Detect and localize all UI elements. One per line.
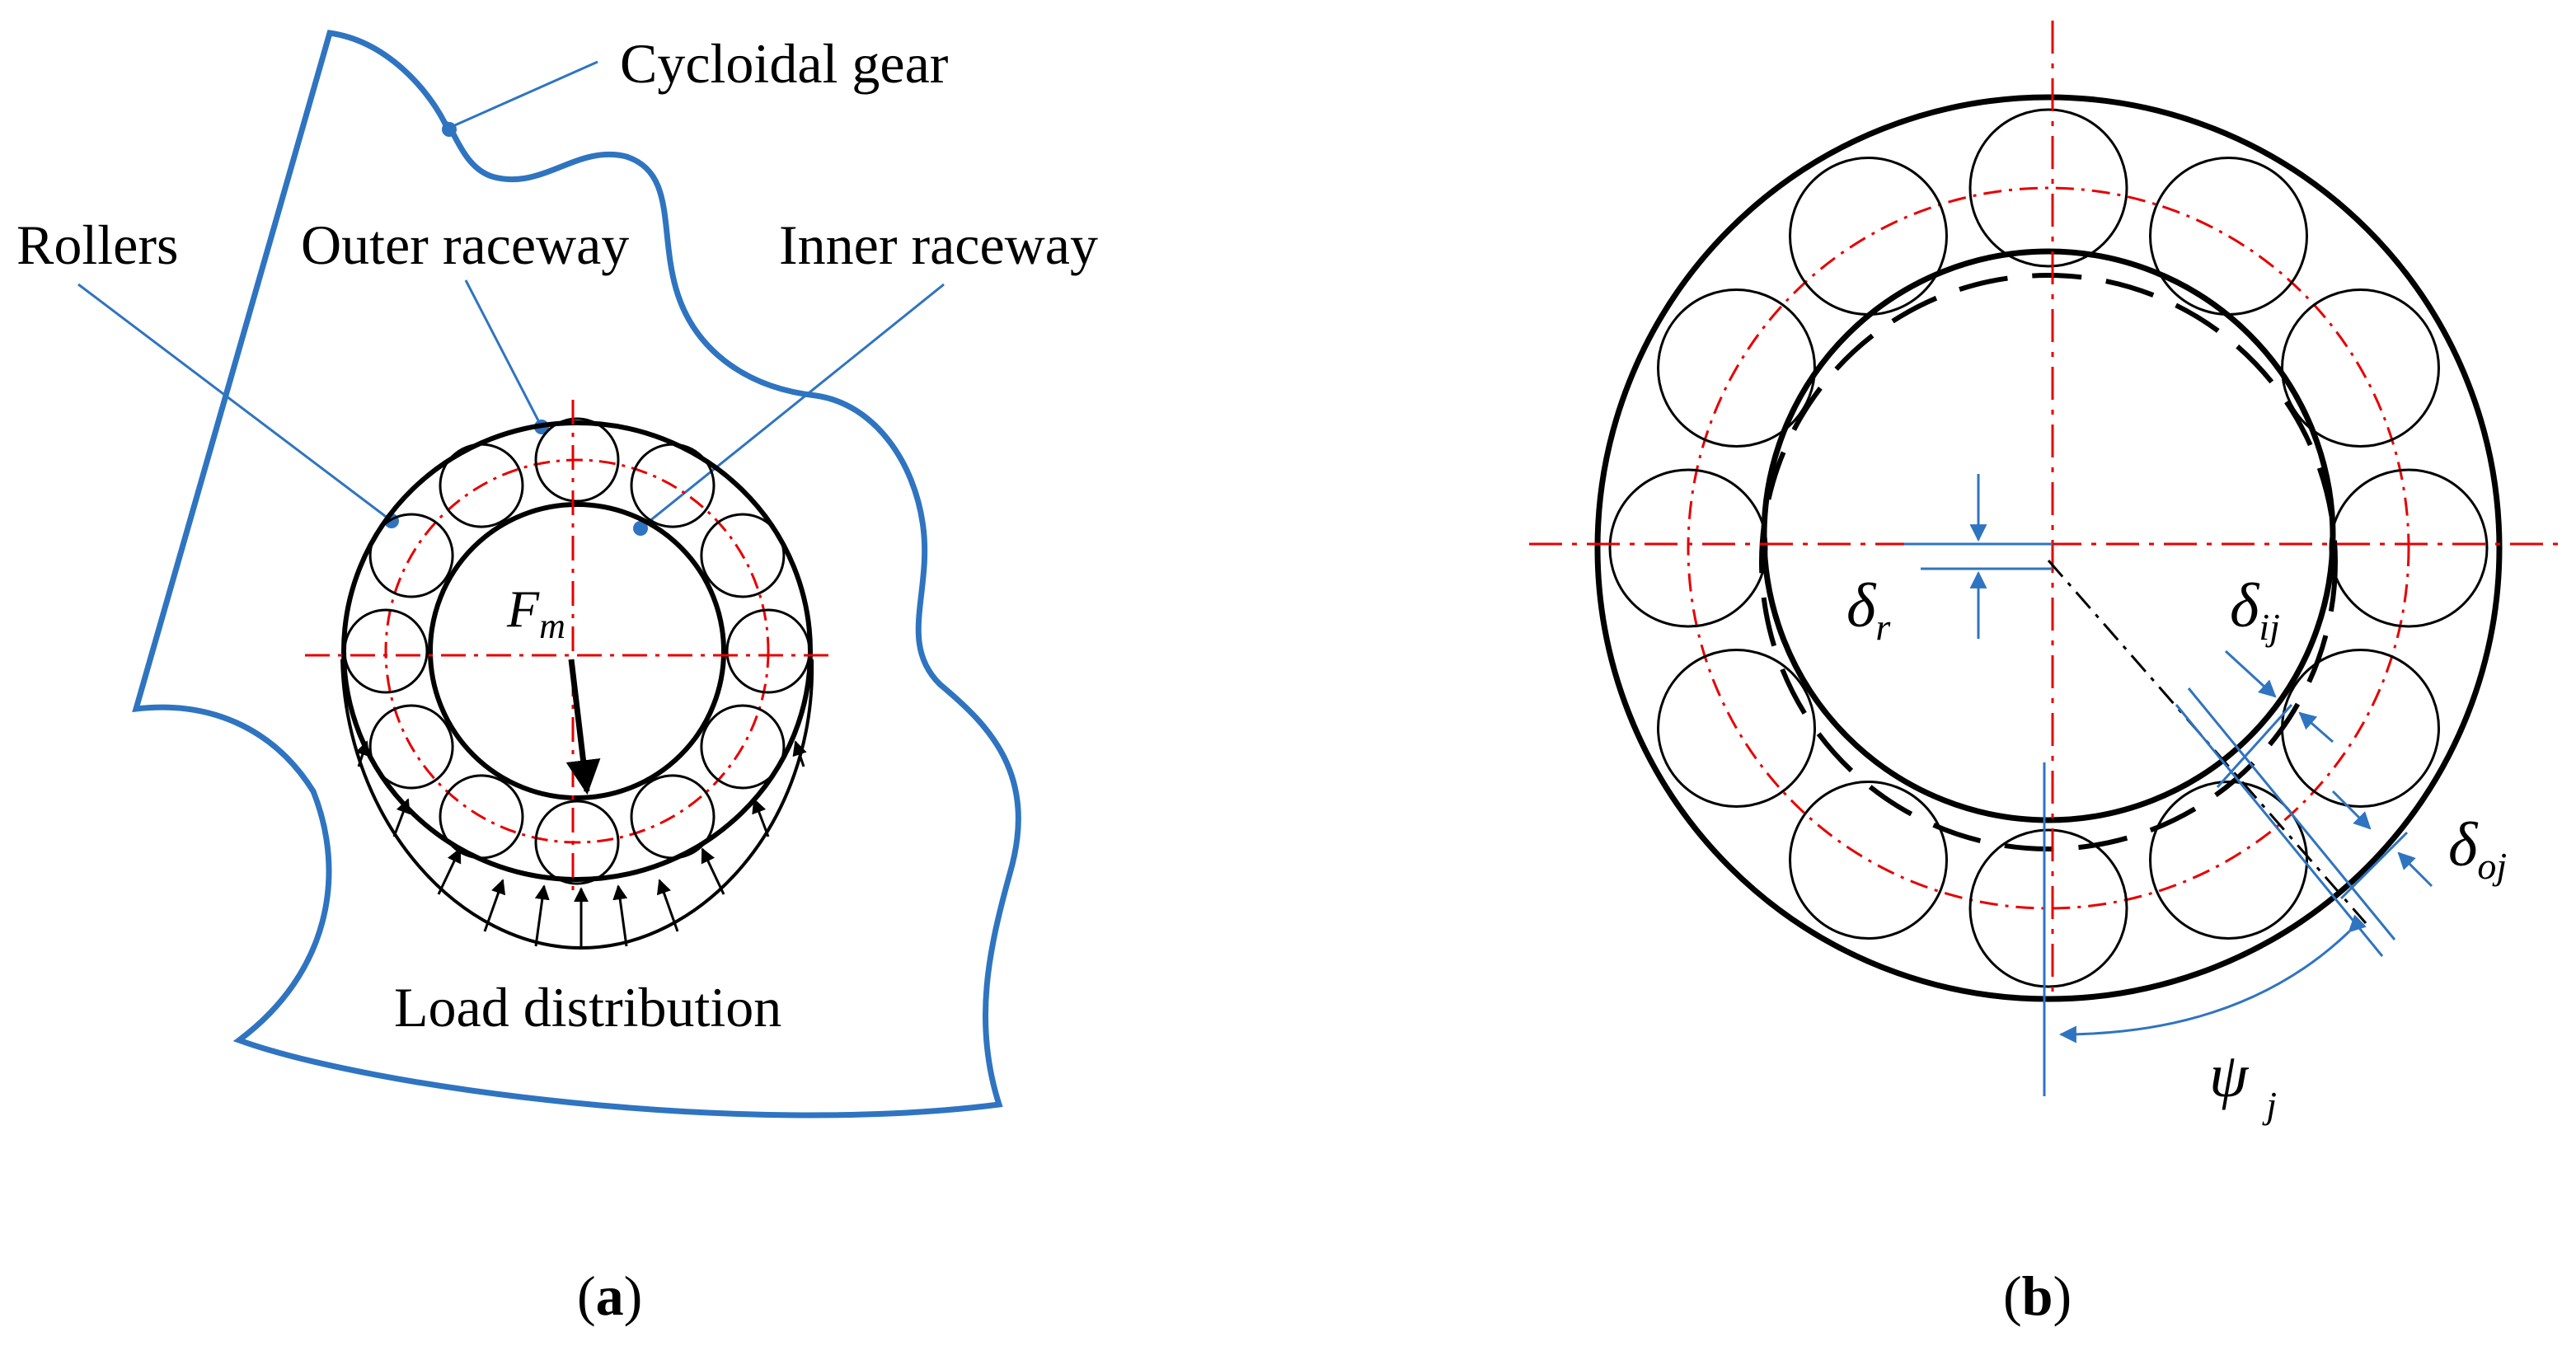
load-arrow — [437, 847, 462, 895]
roller — [725, 608, 811, 694]
label-delta-r: δr — [1846, 571, 1891, 648]
force-arrow-fm — [565, 659, 601, 795]
delta-oj-symbol: δ — [2448, 810, 2479, 879]
label-inner-raceway: Inner raceway — [779, 213, 1098, 276]
contact-deflection-lines — [2175, 650, 2433, 957]
caption-a-close: ) — [624, 1264, 643, 1327]
leader-cycloidal-gear — [448, 60, 598, 129]
roller — [700, 513, 786, 598]
roller — [534, 800, 620, 885]
delta-oj-subscript: oj — [2477, 845, 2507, 887]
roller — [2281, 288, 2440, 448]
roller — [439, 774, 524, 860]
label-rollers: Rollers — [16, 213, 178, 276]
leader-dot-cycloidal-gear — [442, 122, 457, 137]
normal-line-1 — [2175, 704, 2384, 957]
roller — [2329, 468, 2489, 628]
label-delta-ij: δij — [2230, 571, 2280, 648]
roller — [368, 513, 454, 598]
psi-arc — [2058, 914, 2367, 1044]
delta-r-subscript: r — [1875, 606, 1891, 648]
label-load-distribution: Load distribution — [394, 976, 781, 1039]
caption-a: (a) — [577, 1264, 642, 1327]
psi-symbol: ψ — [2209, 1041, 2250, 1110]
delta-r-symbol: δ — [1846, 571, 1877, 640]
rollers-a — [343, 417, 811, 885]
roller — [630, 443, 716, 528]
delta-oj-arrow-a — [2331, 790, 2372, 830]
roller — [1789, 781, 1948, 940]
pitch-circle-a — [384, 458, 770, 844]
roller — [630, 774, 716, 860]
roller — [534, 417, 620, 503]
roller — [1968, 828, 2128, 988]
load-arrow — [534, 884, 550, 947]
roller — [1657, 288, 1816, 448]
delta-ij-subscript: ij — [2259, 606, 2280, 648]
normal-line-2 — [2187, 687, 2396, 940]
leader-inner-raceway — [640, 283, 945, 530]
force-subscript: m — [539, 606, 565, 646]
delta-ij-arrow-a — [2224, 650, 2277, 698]
outer-raceway-b — [1594, 94, 2503, 1002]
panel-a: Cycloidal gear Rollers Outer raceway Inn… — [16, 30, 1098, 1327]
delta-oj-arrow-b — [2397, 851, 2433, 888]
bearing-a — [305, 400, 828, 894]
load-arrows — [355, 740, 807, 950]
load-arrow — [656, 879, 679, 932]
caption-a-open: ( — [577, 1264, 596, 1327]
caption-b-open: ( — [2003, 1264, 2022, 1327]
roller — [368, 704, 454, 790]
outer-raceway-a — [341, 420, 813, 882]
caption-b: (b) — [2003, 1264, 2072, 1327]
label-delta-oj: δoj — [2448, 810, 2507, 887]
roller — [1968, 108, 2128, 268]
label-outer-raceway: Outer raceway — [301, 213, 629, 276]
roller — [2281, 649, 2440, 808]
roller — [439, 443, 524, 528]
inner-raceway-b-displaced — [1759, 273, 2338, 851]
force-symbol: F — [506, 579, 540, 638]
roller — [1657, 649, 1816, 808]
load-arrow — [612, 884, 628, 947]
contact-line-inner — [2216, 703, 2293, 789]
inner-raceway-b — [1761, 248, 2336, 823]
inner-raceway-a — [428, 502, 726, 800]
caption-b-close: ) — [2053, 1264, 2072, 1327]
label-force-fm: Fm — [506, 579, 565, 646]
roller — [1608, 468, 1768, 628]
label-cycloidal-gear: Cycloidal gear — [620, 32, 949, 95]
delta-r-dimension — [1904, 474, 2053, 639]
leader-rollers — [77, 283, 392, 523]
load-arrow — [752, 798, 770, 837]
psi-subscript: j — [2262, 1084, 2277, 1126]
roller — [2149, 157, 2308, 316]
contact-line-outer — [2339, 831, 2409, 900]
leader-outer-raceway — [464, 279, 543, 428]
pitch-circle-b — [1687, 186, 2410, 910]
roller — [700, 704, 786, 790]
cycloidal-gear-outline — [132, 30, 1021, 1119]
load-arrow — [483, 879, 506, 932]
load-arrow — [792, 740, 807, 767]
delta-ij-symbol: δ — [2230, 571, 2260, 640]
delta-ij-arrow-b — [2298, 711, 2334, 743]
roller — [343, 608, 429, 694]
roller — [1789, 157, 1948, 316]
rollers-b — [1608, 108, 2489, 988]
caption-a-letter: a — [596, 1264, 624, 1327]
leader-dot-inner-raceway — [633, 521, 648, 536]
caption-b-letter: b — [2022, 1264, 2053, 1327]
load-arrow — [701, 847, 725, 895]
